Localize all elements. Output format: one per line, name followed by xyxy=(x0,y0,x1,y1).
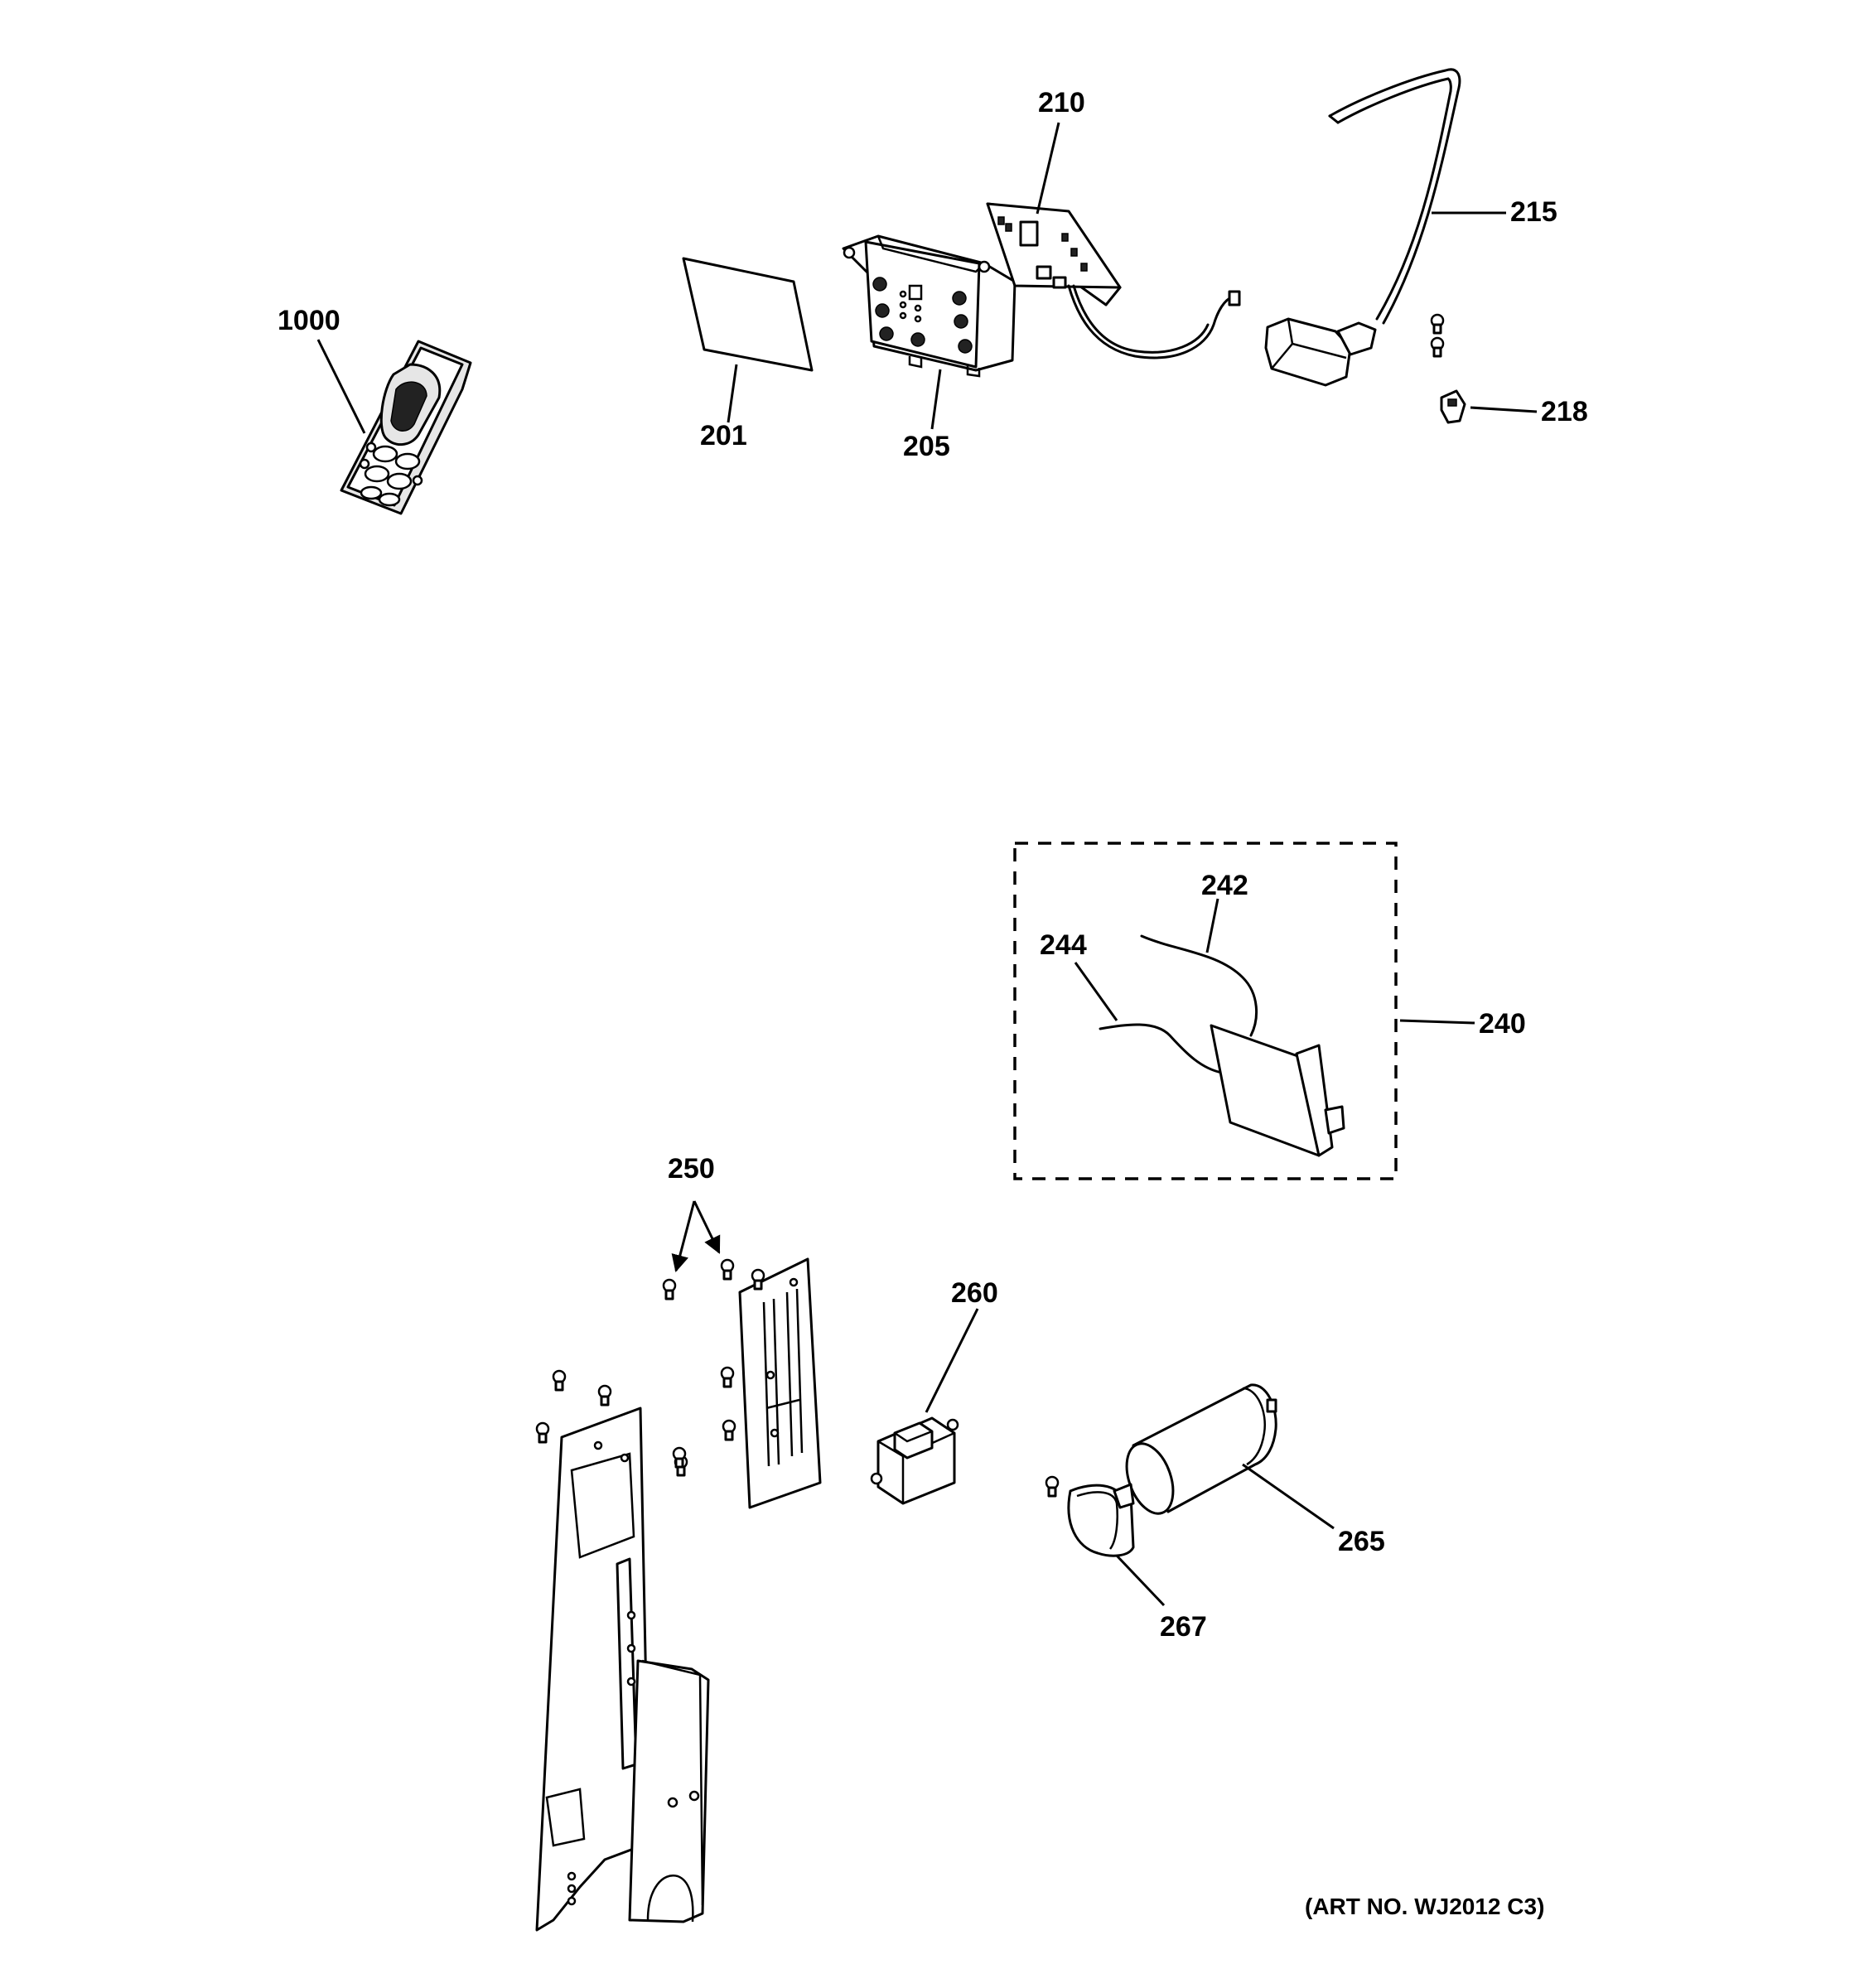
leader-260 xyxy=(925,1308,979,1413)
leader-210 xyxy=(1036,122,1060,215)
cord-clamp-part xyxy=(1430,313,1466,424)
callout-210: 210 xyxy=(1038,87,1085,118)
art-number: (ART NO. WJ2012 C3) xyxy=(1305,1894,1544,1919)
callout-244: 244 xyxy=(1040,929,1087,961)
callout-240: 240 xyxy=(1479,1008,1526,1040)
callout-218: 218 xyxy=(1541,396,1588,427)
leader-244 xyxy=(1074,962,1118,1021)
transformer-part xyxy=(870,1416,959,1505)
leader-267 xyxy=(1115,1554,1166,1607)
callout-205: 205 xyxy=(903,431,950,462)
leader-205 xyxy=(930,369,942,430)
callout-1000: 1000 xyxy=(278,305,340,336)
mounting-plate-part xyxy=(738,1257,822,1509)
leader-240 xyxy=(1399,1019,1475,1025)
leader-250-a xyxy=(671,1200,696,1273)
capacitor-strap-part xyxy=(1045,1475,1135,1557)
callout-242: 242 xyxy=(1201,870,1248,901)
remote-control-part xyxy=(340,340,472,515)
board-harness-wire xyxy=(1067,284,1234,359)
callout-265: 265 xyxy=(1338,1526,1385,1557)
callout-267: 267 xyxy=(1160,1611,1207,1643)
assembly-240-box xyxy=(1013,842,1398,1180)
control-board-part xyxy=(986,202,1122,306)
leader-218 xyxy=(1470,406,1538,413)
harness-connector xyxy=(1228,290,1241,306)
callout-250: 250 xyxy=(668,1153,715,1185)
control-housing-part xyxy=(842,234,1017,378)
leader-265 xyxy=(1242,1463,1335,1530)
screws-250 xyxy=(662,1258,765,1469)
callout-260: 260 xyxy=(951,1277,998,1309)
leader-250-b xyxy=(693,1200,721,1254)
callout-215: 215 xyxy=(1510,196,1557,228)
capacitor-part xyxy=(1125,1383,1277,1515)
sensor-assembly-part xyxy=(1099,934,1345,1157)
leader-201 xyxy=(727,364,738,423)
power-cord-part xyxy=(1264,68,1461,387)
callout-201: 201 xyxy=(700,420,747,451)
overlay-label-part xyxy=(682,257,814,372)
mounting-bracket-part xyxy=(535,1407,710,1932)
leader-1000 xyxy=(316,339,366,434)
leader-242 xyxy=(1205,898,1219,953)
